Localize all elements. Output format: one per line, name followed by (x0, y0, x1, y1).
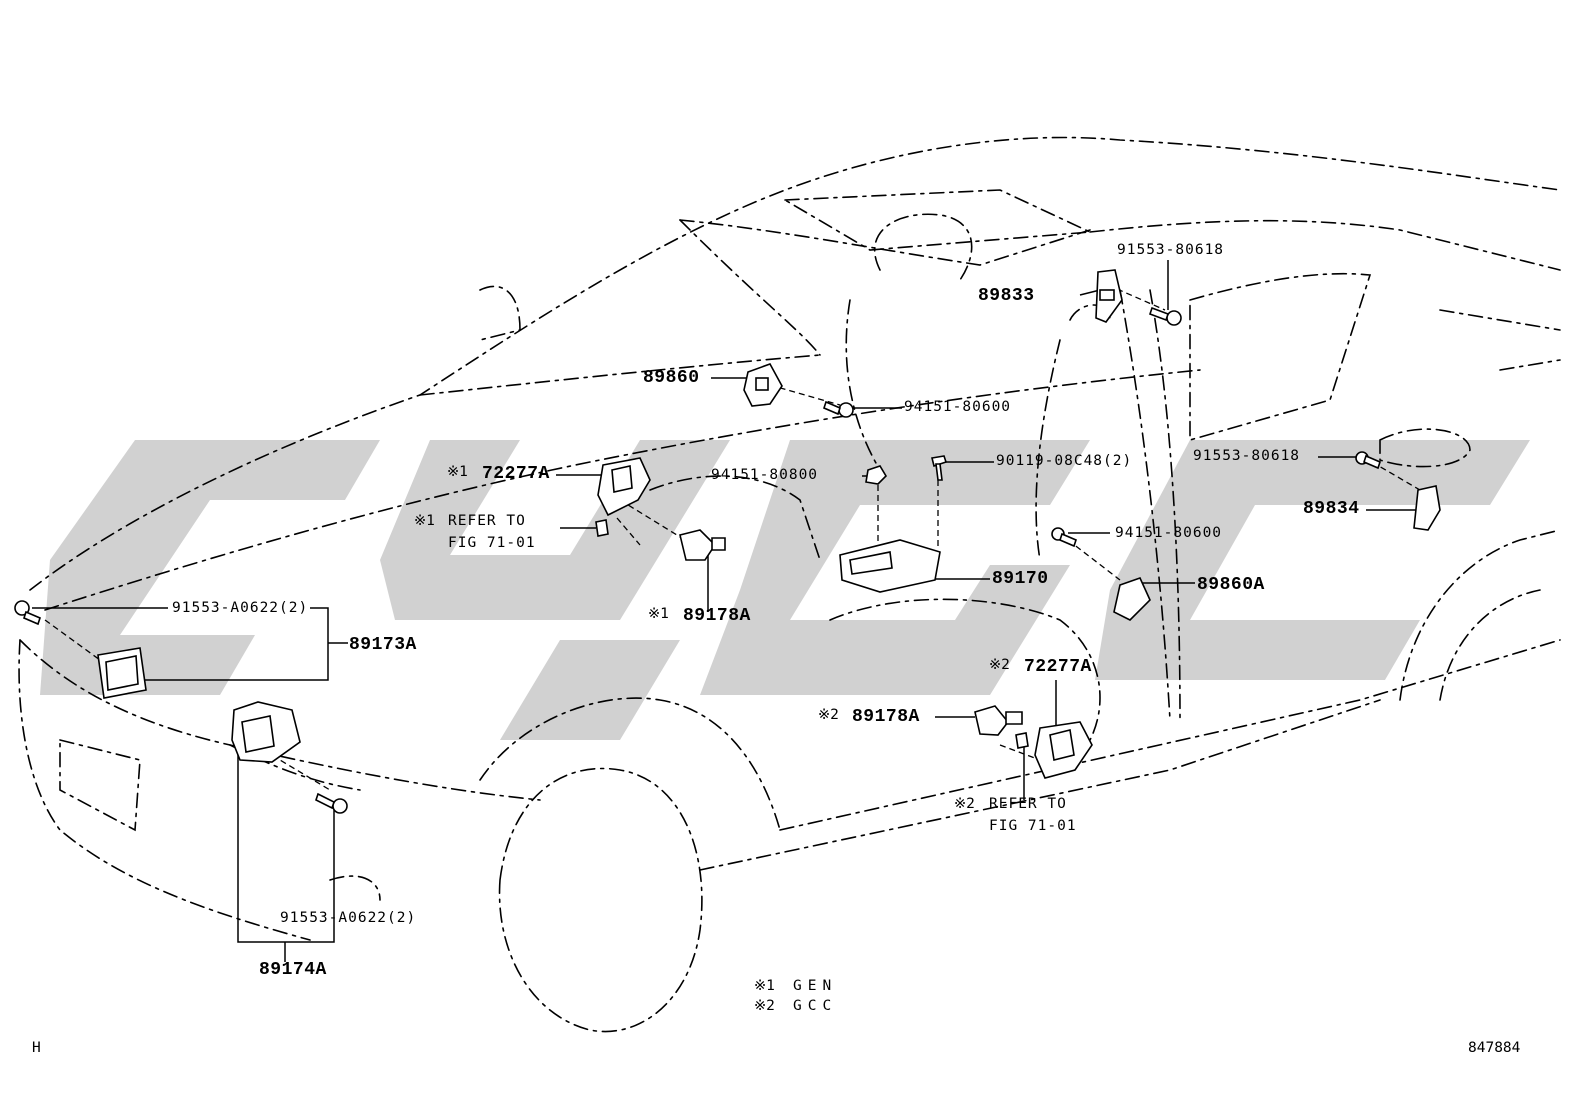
part-89170-airbag-module (839, 539, 941, 593)
label-89178a-1: 89178A (683, 606, 751, 626)
bracket-72277a-1 (597, 457, 651, 517)
note-mark-2-a: ※2 (989, 657, 1010, 673)
label-89170: 89170 (992, 569, 1049, 589)
label-89860: 89860 (643, 368, 700, 388)
label-91553-a0622-bottom: 91553-A0622(2) (280, 910, 417, 926)
label-94151-80600-right: 94151-80600 (1115, 525, 1223, 541)
bolt-91553-a0622-bottom (315, 792, 348, 814)
note-mark-1-a: ※1 (447, 464, 468, 480)
label-90119-08c48: 90119-08C48(2) (996, 453, 1133, 469)
corner-letter: H (32, 1040, 42, 1056)
note-mark-1-c: ※1 (648, 606, 669, 622)
note-fig-ref-2: FIG 71-01 (989, 818, 1077, 834)
label-94151-80600-top: 94151-80600 (904, 399, 1012, 415)
bolt-91553-80618-right (1355, 451, 1381, 470)
bolt-72277a-1-screw (595, 519, 609, 537)
legend-text-gen: GEN (793, 978, 838, 994)
legend-text-gcc: GCC (793, 998, 838, 1014)
note-fig-ref-1: FIG 71-01 (448, 535, 536, 551)
leader-lines (32, 260, 1421, 962)
part-89833-sensor (1095, 269, 1123, 323)
label-89860a: 89860A (1197, 575, 1265, 595)
label-89173a: 89173A (349, 635, 417, 655)
note-refer-to-2: REFER TO (989, 796, 1067, 812)
label-89174a: 89174A (259, 960, 327, 980)
note-mark-2-b: ※2 (818, 707, 839, 723)
label-91553-80618-right: 91553-80618 (1193, 448, 1301, 464)
note-mark-2-c: ※2 (954, 796, 975, 812)
part-89860a-sensor (1113, 577, 1151, 621)
watermark-shapes (40, 440, 1530, 740)
label-72277a-2: 72277A (1024, 657, 1092, 677)
note-refer-to-1: REFER TO (448, 513, 526, 529)
part-89860-sensor (743, 363, 783, 407)
bolt-94151-80600-right (1051, 527, 1077, 548)
label-91553-80618-top: 91553-80618 (1117, 242, 1225, 258)
note-mark-1-b: ※1 (414, 513, 435, 529)
bracket-72277a-2 (1034, 721, 1093, 779)
diagram-number: 847884 (1468, 1040, 1521, 1056)
part-89834-sensor (1413, 485, 1441, 531)
bolt-94151-80600-top (823, 400, 854, 418)
legend-mark-2: ※2 (754, 998, 775, 1014)
bolt-72277a-2-screw (1015, 732, 1029, 749)
part-89178a-2-sensor (974, 705, 1023, 736)
part-89173a-sensor (97, 647, 147, 699)
label-89834: 89834 (1303, 499, 1360, 519)
bolt-90119-08c48 (931, 455, 948, 481)
label-91553-a0622-top: 91553-A0622(2) (172, 600, 309, 616)
legend-mark-1: ※1 (754, 978, 775, 994)
bolt-91553-a0622-top (14, 600, 41, 626)
label-89178a-2: 89178A (852, 707, 920, 727)
label-94151-80800: 94151-80800 (711, 467, 819, 483)
part-89174a-sensor (231, 701, 301, 763)
part-89178a-1-sensor (679, 529, 726, 561)
bolt-91553-80618-top (1148, 306, 1182, 326)
label-72277a-1: 72277A (482, 464, 550, 484)
car-outline (18, 136, 1561, 1033)
label-89833: 89833 (978, 286, 1035, 306)
nut-94151-80800 (865, 465, 888, 485)
